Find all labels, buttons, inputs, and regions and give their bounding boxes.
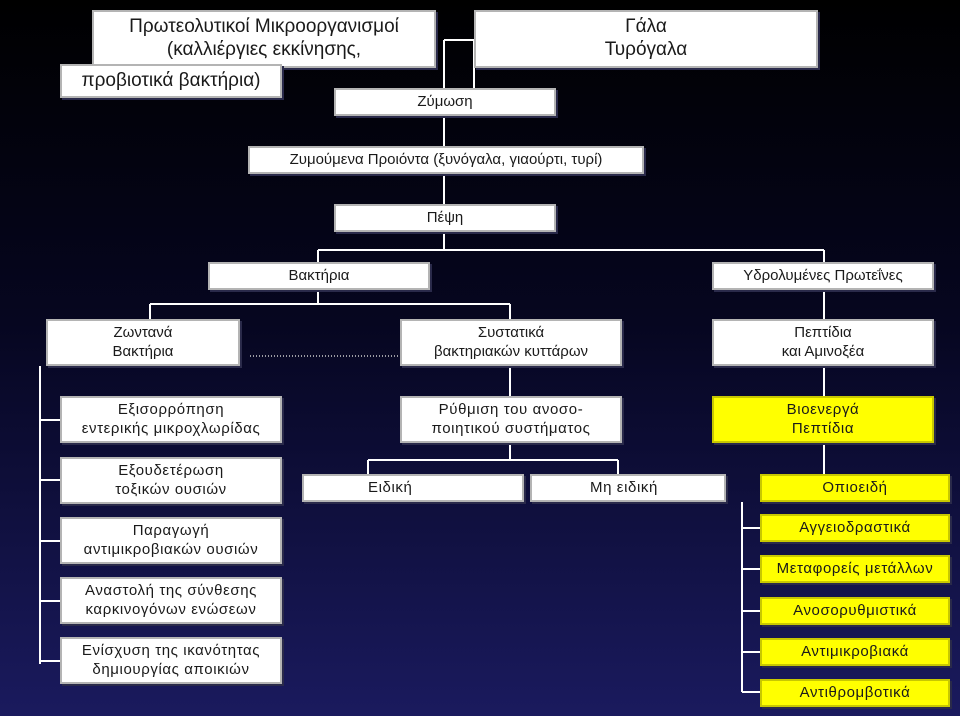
box-metal-carriers: Μεταφορείς μετάλλων <box>760 555 950 583</box>
box-opioid: Οπιοειδή <box>760 474 950 502</box>
box-cultures-top: Πρωτεολυτικοί Μικροοργανισμοί (καλλιέργι… <box>92 10 436 68</box>
box-colonization-enhancement: Ενίσχυση της ικανότητας δημιουργίας αποι… <box>60 637 282 684</box>
box-peptides-amino: Πεπτίδια και Αμινοξέα <box>712 319 934 366</box>
box-antithrombotic: Αντιθρομβοτικά <box>760 679 950 707</box>
box-probiotics: προβιοτικά βακτήρια) <box>60 64 282 98</box>
box-hydrolyzed-proteins: Υδρολυμένες Πρωτεΐνες <box>712 262 934 290</box>
box-immune-regulation: Ρύθμιση του ανοσο- ποιητικού συστήματος <box>400 396 622 443</box>
box-immunomodulating: Ανοσορυθμιστικά <box>760 597 950 625</box>
box-nonspecific: Μη ειδική <box>530 474 726 502</box>
box-microflora-balance: Εξισορρόπηση εντερικής μικροχλωρίδας <box>60 396 282 443</box>
box-milk: Γάλα Τυρόγαλα <box>474 10 818 68</box>
box-bioactive-peptides: Βιοενεργά Πεπτίδια <box>712 396 934 443</box>
box-cell-components: Συστατικά βακτηριακών κυττάρων <box>400 319 622 366</box>
box-carcinogen-inhibition: Αναστολή της σύνθεσης καρκινογόνων ενώσε… <box>60 577 282 624</box>
box-antimicrobial-production: Παραγωγή αντιμικροβιακών ουσιών <box>60 517 282 564</box>
box-toxin-neutralization: Εξουδετέρωση τοξικών ουσιών <box>60 457 282 504</box>
box-vasoactive: Αγγειοδραστικά <box>760 514 950 542</box>
box-fermentation: Ζύμωση <box>334 88 556 116</box>
box-fermented-products: Ζυμούμενα Προιόντα (ξυνόγαλα, γιαούρτι, … <box>248 146 644 174</box>
box-bacteria: Βακτήρια <box>208 262 430 290</box>
box-live-bacteria: Ζωντανά Βακτήρια <box>46 319 240 366</box>
box-antimicrobial: Αντιμικροβιακά <box>760 638 950 666</box>
box-specific: Ειδική <box>302 474 524 502</box>
box-digestion: Πέψη <box>334 204 556 232</box>
